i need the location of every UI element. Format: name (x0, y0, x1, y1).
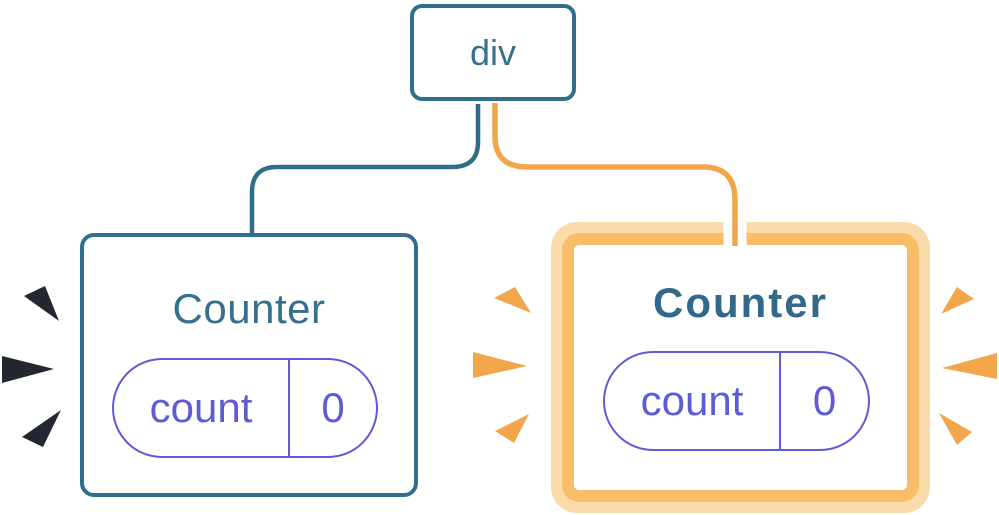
counter-right-title: Counter (653, 279, 828, 326)
state-key-label: count (114, 360, 290, 456)
state-value-label: 0 (812, 377, 837, 424)
state-key-label: count (605, 353, 781, 449)
connector-left-edge (249, 104, 481, 235)
counter-node-left: Counter count 0 (80, 233, 418, 497)
counter-left-title: Counter (172, 285, 326, 332)
state-pill-right: count 0 (603, 351, 870, 451)
counter-node-right-highlight-ring: Counter count 0 (551, 222, 930, 513)
root-node-div: div (410, 4, 576, 101)
burst-left-icon (2, 286, 61, 447)
state-value-label: 0 (321, 384, 345, 431)
burst-right-icon (939, 287, 997, 445)
root-node-label: div (469, 31, 517, 73)
counter-node-right: Counter count 0 (562, 233, 919, 502)
state-pill-left: count 0 (112, 358, 378, 458)
burst-middle-icon (473, 287, 531, 443)
